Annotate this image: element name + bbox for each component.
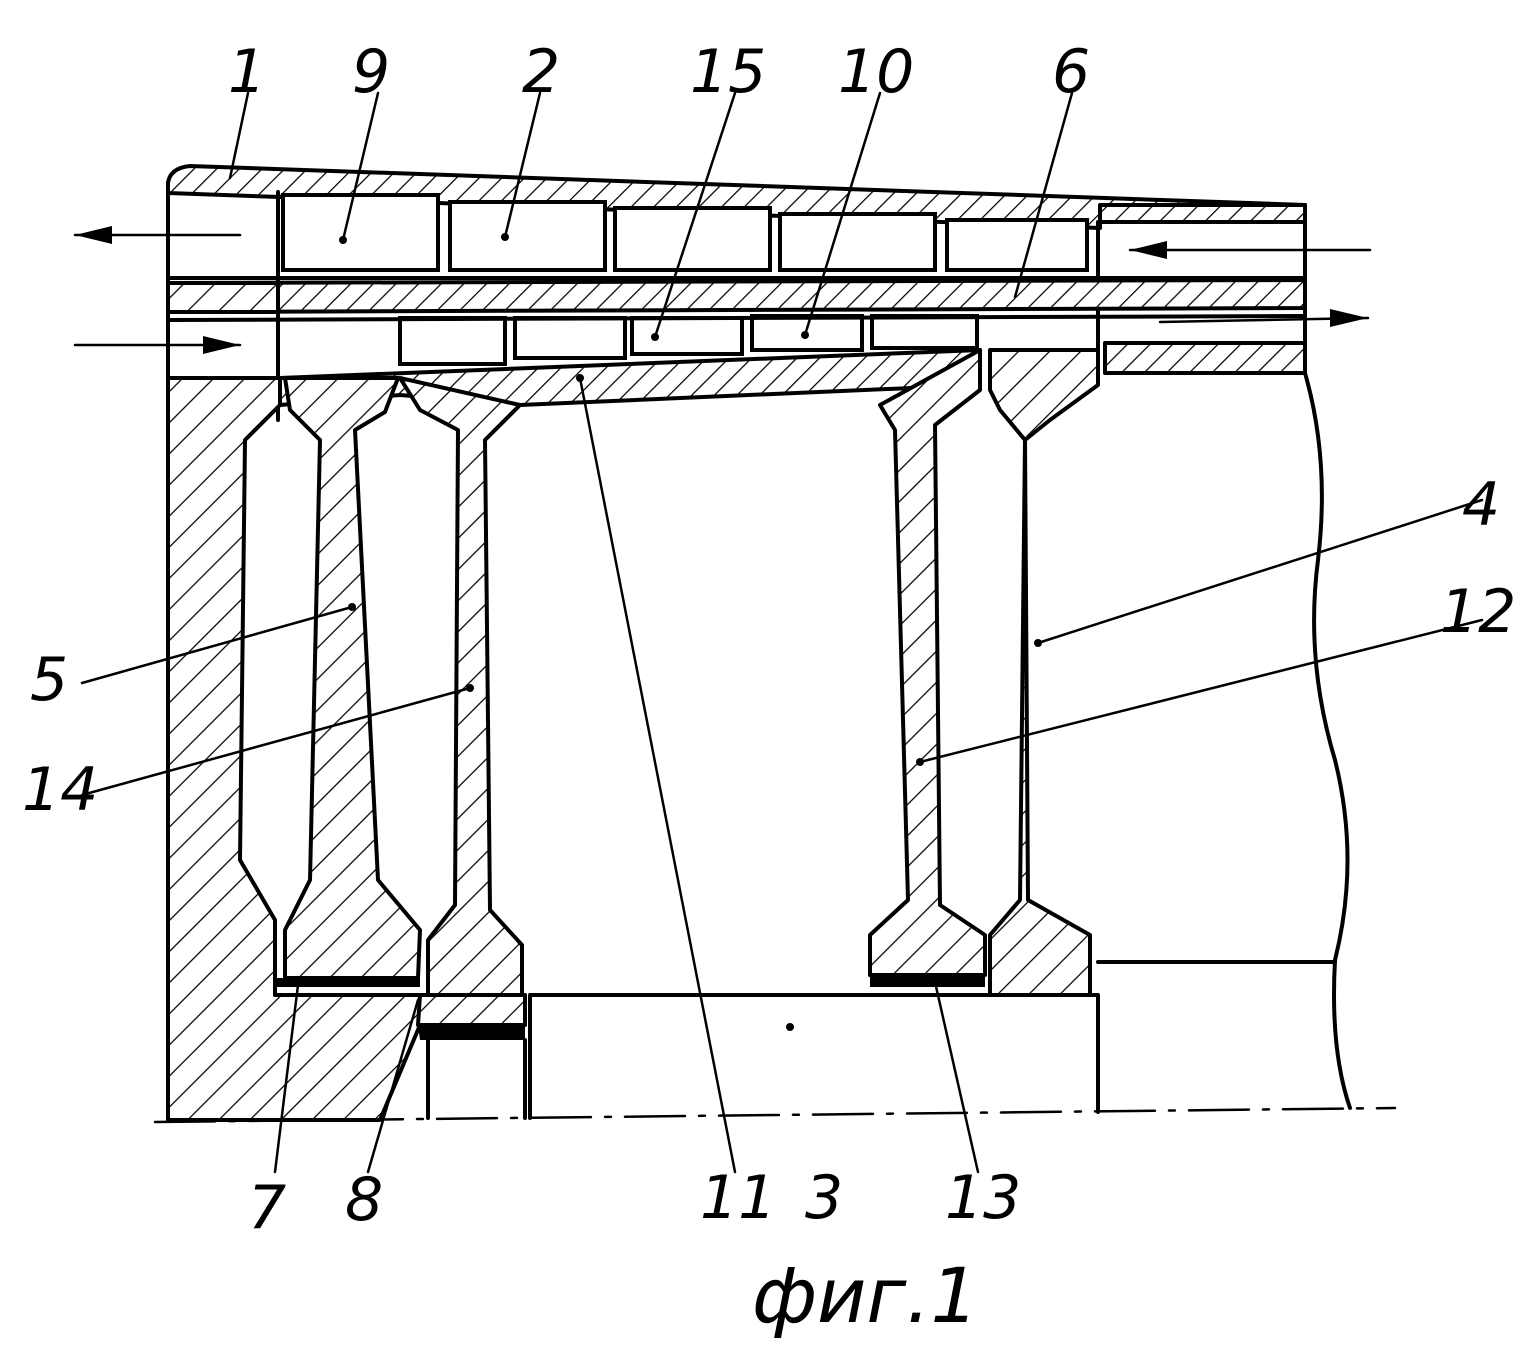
right-inlet-upper: [1100, 205, 1305, 222]
label-11: 11: [700, 1163, 776, 1233]
break-line: [1305, 205, 1350, 1108]
arrow-out-top-left-head: [75, 226, 112, 244]
rib-14: [400, 378, 522, 995]
label-9: 9: [352, 37, 390, 107]
cooling-cell-b: [780, 214, 935, 270]
label-15: 15: [690, 37, 766, 107]
seal-8-plate: [418, 995, 525, 1025]
rib-5: [285, 378, 420, 978]
middle-strip-left-block: [168, 283, 278, 312]
label-6: 6: [1052, 37, 1090, 107]
label-2: 2: [522, 37, 560, 107]
arrow-out-bottom-right-head: [1330, 309, 1368, 327]
cooling-cell-e: [515, 318, 625, 358]
shaft-left-step: [428, 1040, 525, 1118]
shaft-3: [530, 995, 1098, 1118]
label-1: 1: [228, 37, 266, 107]
seal-13: [870, 975, 985, 987]
label-4: 4: [1462, 470, 1500, 540]
cooling-cell-a: [615, 208, 770, 270]
arrow-in-bottom-left-head: [203, 336, 240, 354]
label-13: 13: [945, 1163, 1021, 1233]
label-10: 10: [838, 37, 914, 107]
cooling-cell-f: [872, 316, 977, 348]
cooling-cell-2: [450, 202, 605, 270]
rib-12: [870, 350, 985, 975]
cooling-cell-15: [632, 318, 742, 354]
cooling-cell-c: [947, 220, 1087, 270]
lower-channel-line: [168, 316, 1305, 320]
figure-caption: фиг.1: [752, 1251, 979, 1340]
label-8: 8: [345, 1165, 383, 1235]
label-12: 12: [1440, 577, 1516, 647]
middle-strip-6: [168, 280, 1305, 312]
cooling-cell-d: [400, 318, 505, 364]
label-5: 5: [30, 645, 68, 715]
label-3: 3: [805, 1163, 843, 1233]
label-7: 7: [248, 1173, 286, 1243]
seal-8: [418, 1025, 525, 1040]
cooling-cell-9: [283, 195, 438, 270]
arrow-in-top-right-head: [1130, 241, 1167, 259]
label-14: 14: [22, 755, 98, 825]
rib-4: [990, 350, 1098, 995]
right-inlet-lower: [1105, 343, 1305, 373]
